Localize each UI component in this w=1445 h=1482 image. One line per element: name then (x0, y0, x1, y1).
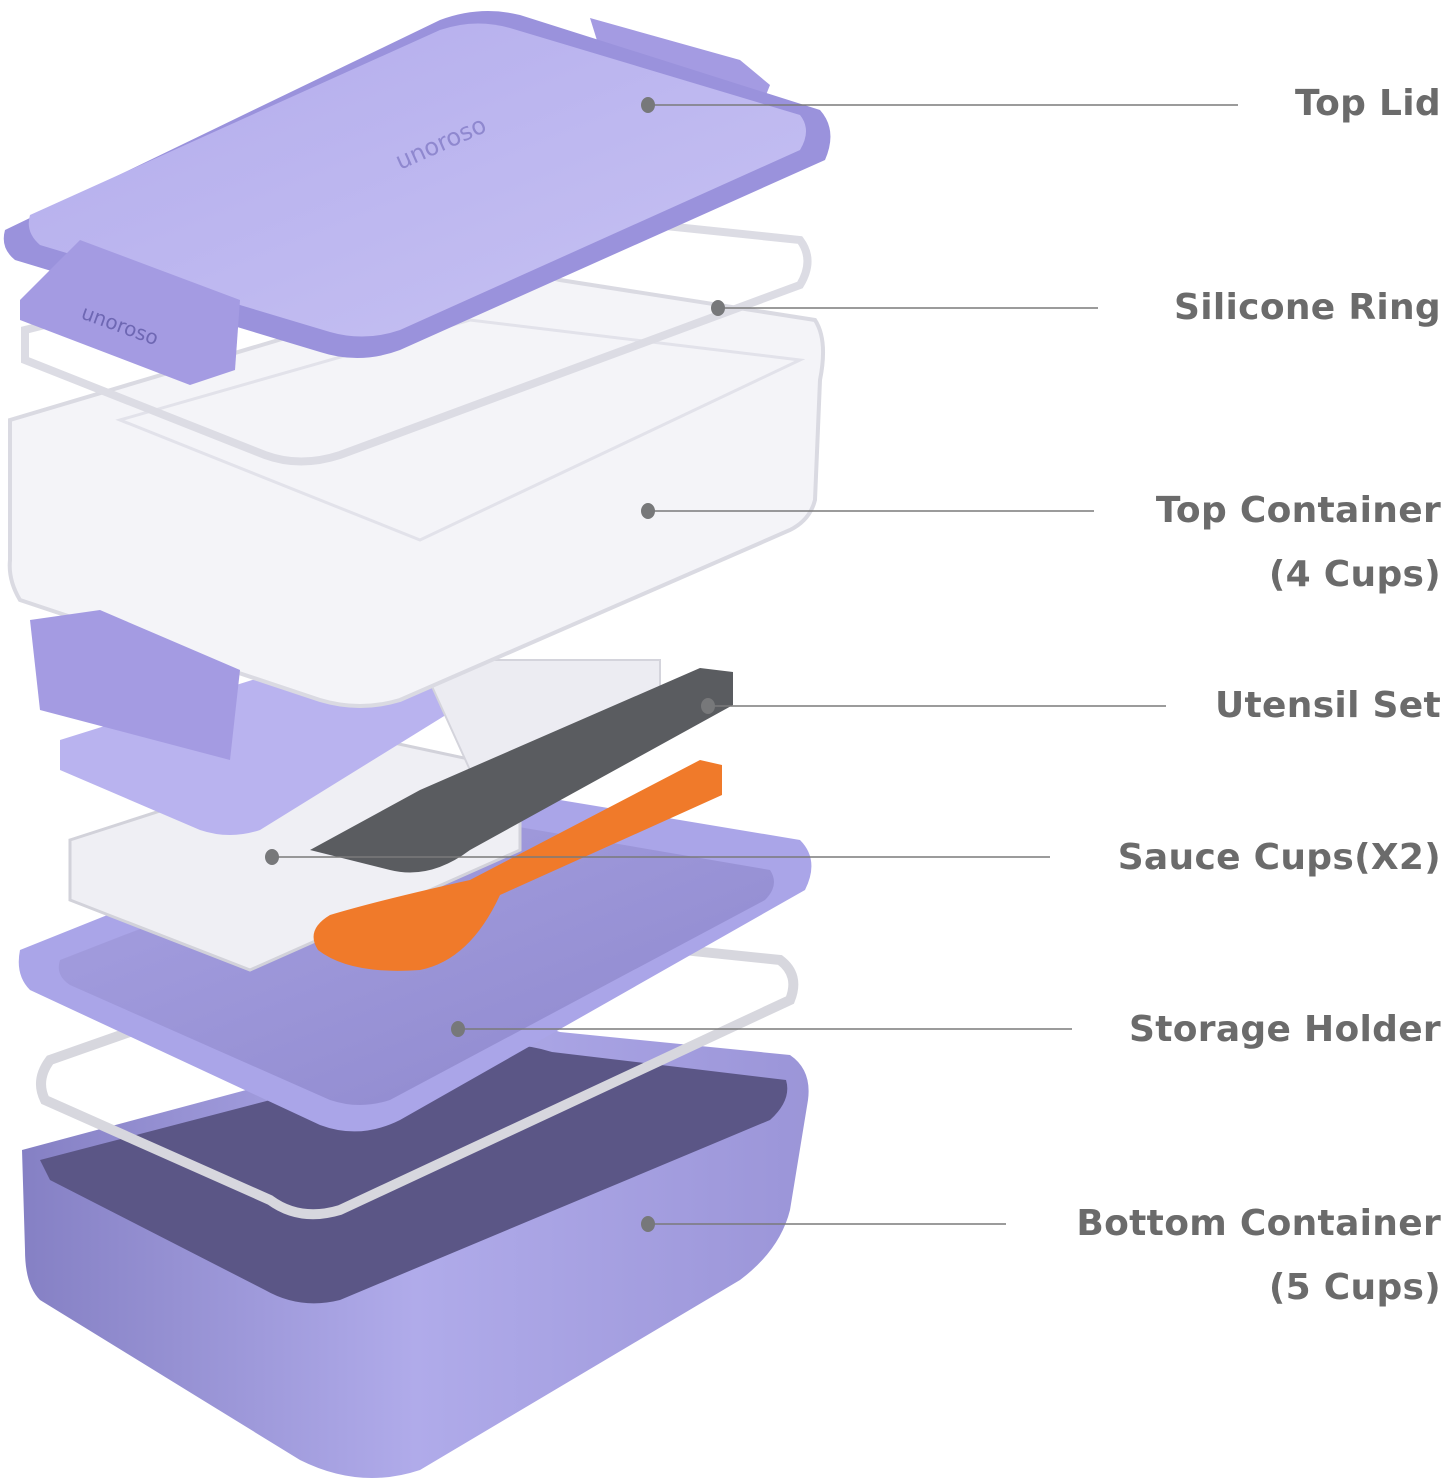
top-container-label-line: (4 Cups) (1268, 554, 1441, 595)
silicone-ring-label: Silicone Ring (1174, 276, 1441, 340)
utensil-set-label-line: Utensil Set (1215, 685, 1441, 726)
top-lid-label-line: Top Lid (1295, 83, 1441, 124)
top-container-part (7, 273, 826, 760)
top-lid-part: unoroso unoroso (3, 11, 831, 385)
bottom-container-label-line: Bottom Container (1076, 1203, 1441, 1244)
top-lid-callout-dot (641, 97, 655, 113)
storage-holder-callout-dot (451, 1021, 465, 1037)
silicone-ring-callout-dot (711, 300, 725, 316)
leader-lines (265, 97, 1238, 1232)
utensil-set-part (310, 668, 733, 971)
storage-holder-label-line: Storage Holder (1129, 1009, 1441, 1050)
bottom-container-label: Bottom Container (5 Cups) (1076, 1192, 1441, 1320)
sauce-cups-label-line: Sauce Cups(X2) (1117, 837, 1441, 878)
silicone-ring-label-line: Silicone Ring (1174, 287, 1441, 328)
bottom-container-label-line: (5 Cups) (1268, 1267, 1441, 1308)
storage-holder-label: Storage Holder (1129, 998, 1441, 1062)
top-container-callout-dot (641, 503, 655, 519)
utensil-set-label: Utensil Set (1215, 674, 1441, 738)
sauce-cups-label: Sauce Cups(X2) (1118, 826, 1441, 890)
top-container-label-line: Top Container (1155, 490, 1441, 531)
utensil-set-callout-dot (701, 698, 715, 714)
top-lid-label: Top Lid (1295, 72, 1441, 136)
bottom-container-callout-dot (641, 1216, 655, 1232)
sauce-cups-callout-dot (265, 849, 279, 865)
top-container-label: Top Container (4 Cups) (1156, 479, 1441, 607)
